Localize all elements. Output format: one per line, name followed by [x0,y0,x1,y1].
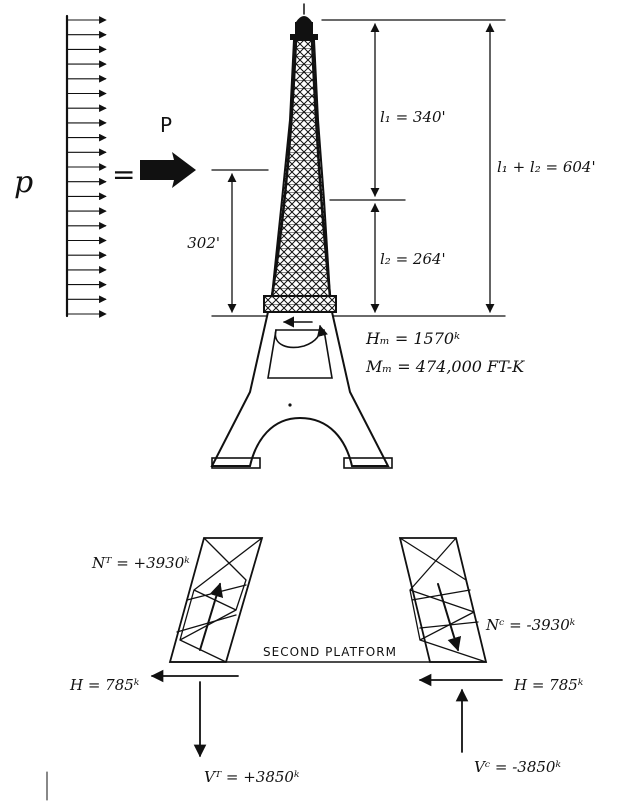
base-shear-label: Hₘ = 1570ᵏ [365,329,460,348]
base-moment-label: Mₘ = 474,000 FT-K [365,357,525,376]
NT-label: Nᵀ = +3930ᵏ [91,554,190,572]
equals-sign: = [112,158,135,191]
NC-label: Nᶜ = -3930ᵏ [485,616,576,634]
platform-title: SECOND PLATFORM [263,645,397,659]
dimension-lines: 302' l₁ = 340' l₂ = 264' l₁ + l₂ = 604' [187,19,596,317]
dim-total-label: l₁ + l₂ = 604' [497,158,596,176]
resultant-arrow [140,152,196,188]
H-left-label: H = 785ᵏ [69,676,140,694]
dim-l1-label: l₁ = 340' [380,108,446,126]
base-moment-arc [274,324,328,349]
dim-l2-label: l₂ = 264' [380,250,446,268]
H-right-label: H = 785ᵏ [513,676,584,694]
VC-label: Vᶜ = -3850ᵏ [474,758,561,776]
resultant-P-label: P [160,113,172,137]
left-member-force-arrow [199,582,224,651]
base-reactions: Hₘ = 1570ᵏ Mₘ = 474,000 FT-K [365,329,525,376]
second-platform-diagram: SECOND PLATFORM Nᵀ = +3930ᵏ Nᶜ = -3930ᵏ … [46,537,584,801]
load-p-label: p [14,165,33,200]
right-member-force-arrow [437,583,462,652]
eiffel-tower [210,3,393,469]
load-arrows [67,16,107,318]
distributed-load: p = P [14,14,196,318]
VT-label: Vᵀ = +3850ᵏ [204,768,300,786]
dim-302-label: 302' [187,234,220,252]
